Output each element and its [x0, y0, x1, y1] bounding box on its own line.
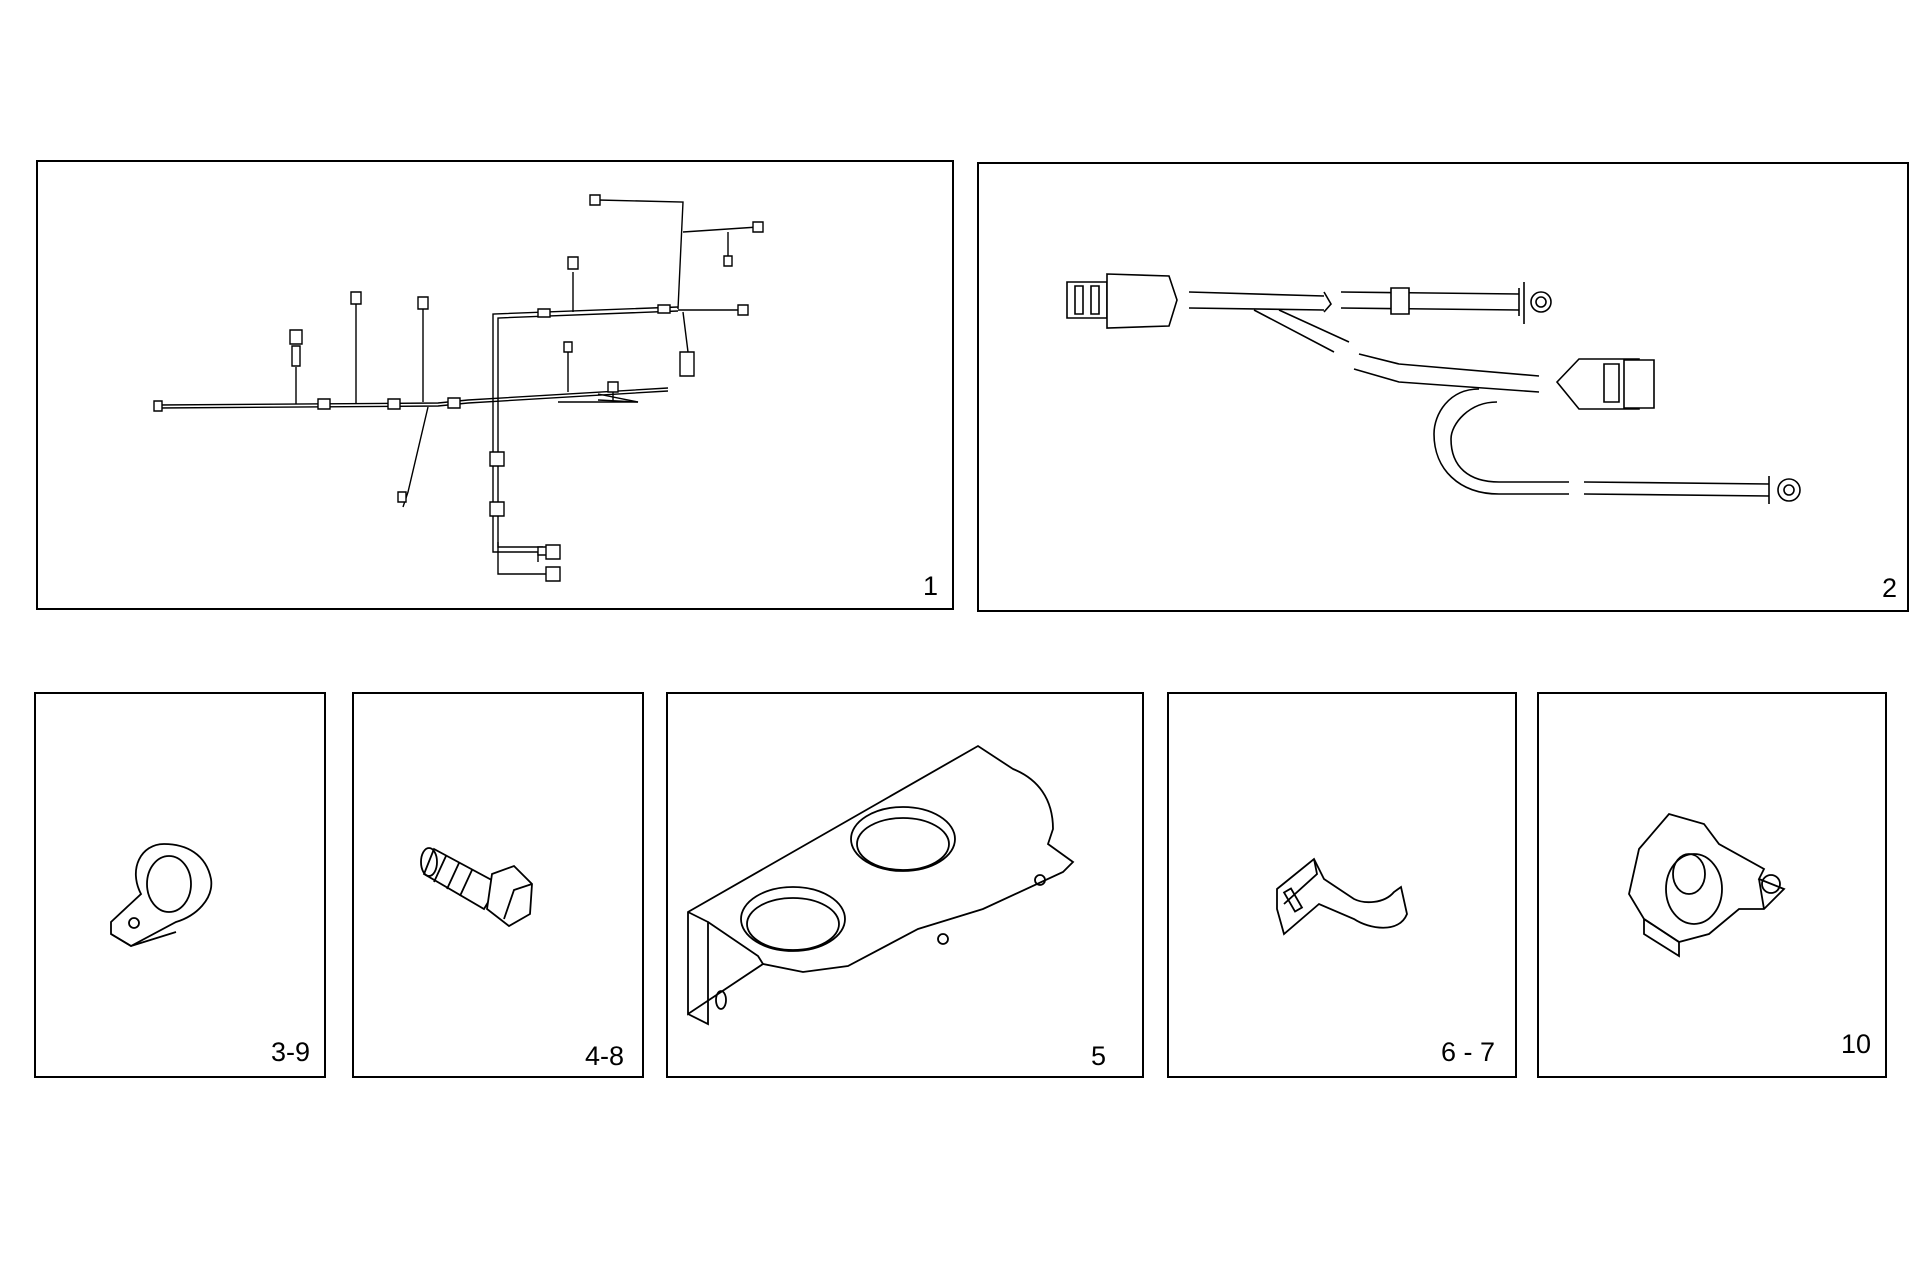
item-number-10: 10: [1840, 1029, 1871, 1059]
item-number-2: 2: [1881, 573, 1897, 603]
item-number-4-8: 4-8: [584, 1041, 624, 1071]
mounting-bracket-icon: [668, 694, 1142, 1076]
cable-holder-clip-icon: [1539, 694, 1885, 1076]
hook-clip-icon: [1169, 694, 1515, 1076]
panel-7: 10: [1537, 692, 1887, 1078]
hex-bolt-icon: [354, 694, 642, 1076]
panel-3: 3-9: [34, 692, 326, 1078]
p-clamp-icon: [36, 694, 324, 1076]
item-number-3-9: 3-9: [270, 1037, 310, 1067]
panel-4: 4-8: [352, 692, 644, 1078]
y-cable-harness-icon: [979, 164, 1907, 610]
item-number-1: 1: [922, 571, 938, 601]
item-number-6-7: 6 - 7: [1440, 1037, 1495, 1067]
panel-2: 2: [977, 162, 1909, 612]
panel-1: 1: [36, 160, 954, 610]
wiring-harness-icon: [38, 162, 952, 608]
panel-6: 6 - 7: [1167, 692, 1517, 1078]
item-number-5: 5: [1090, 1041, 1106, 1071]
panel-5: 5: [666, 692, 1144, 1078]
